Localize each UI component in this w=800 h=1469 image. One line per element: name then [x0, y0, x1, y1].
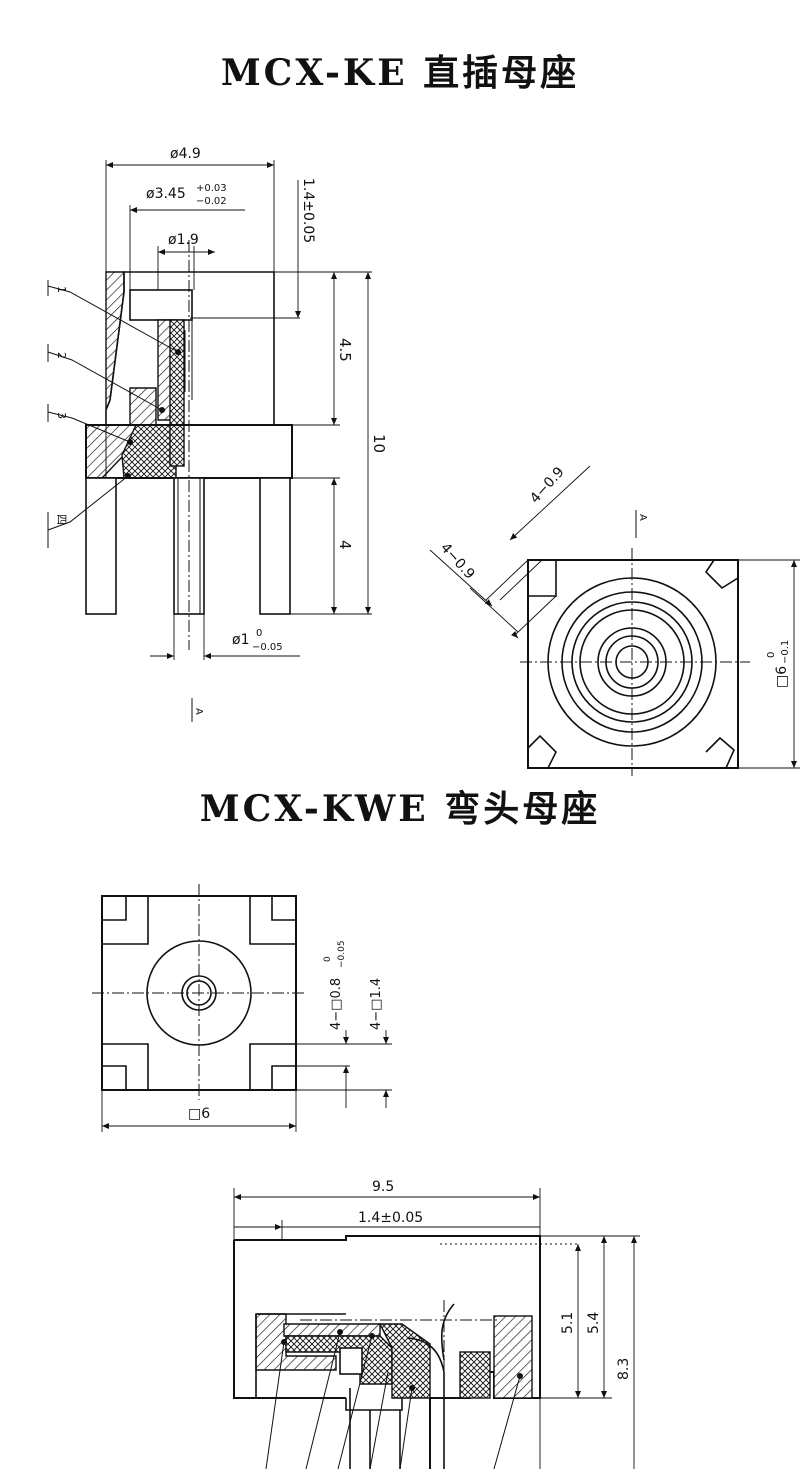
dim-outer-dia: ø4.9 [170, 146, 201, 162]
dim-leg-height: 4 [336, 540, 354, 550]
dim-offset: 1.4±0.05 [358, 1210, 423, 1226]
dim-total-height: 10 [370, 434, 388, 453]
title-straight-socket: MCX-KE 直插母座 [220, 52, 580, 94]
dim-inner-dia-tol-upper: +0.03 [196, 183, 227, 194]
dim-pin-dia-tol-upper: 0 [256, 628, 262, 639]
dim-h2: 5.4 [586, 1312, 602, 1334]
dim-pin-square-tol-upper: 0 [323, 956, 333, 962]
dim-body-square: □6 [188, 1106, 210, 1122]
callout-2: 2 [55, 352, 68, 359]
dim-pin-square-tol-lower: −0.05 [337, 940, 347, 968]
view-marker-a-bottom: A [637, 514, 648, 521]
callout-3: 3 [55, 412, 68, 419]
right-angle-front-view [92, 884, 392, 1132]
callout-4: 四 [55, 514, 68, 525]
dim-square-tol-lower: −0.1 [780, 640, 791, 664]
callout-1: 1 [55, 286, 68, 293]
dim-inner-dia-tol-lower: −0.02 [196, 196, 227, 207]
straight-side-view [47, 160, 372, 722]
dim-h1: 5.1 [560, 1312, 576, 1334]
dim-length: 9.5 [372, 1179, 394, 1195]
dim-pin-dia-base: ø1 [232, 632, 249, 648]
view-marker-a: A [193, 708, 204, 715]
dim-square-tol-upper: 0 [766, 652, 777, 658]
dim-upper-height: 4.5 [336, 338, 354, 362]
straight-bottom-view [429, 465, 800, 776]
dim-square: □6 [774, 666, 790, 688]
dim-h3: 8.3 [616, 1358, 632, 1380]
dim-pin-square: 4−□0.8 [329, 978, 344, 1030]
dim-inner-dia: ø3.45 [146, 186, 186, 202]
dim-chamfer-a: 4−0.9 [527, 464, 568, 507]
dim-pin-dia-top: ø1.9 [168, 232, 199, 248]
dim-top-offset: 1.4±0.05 [300, 178, 316, 243]
dim-pin-pitch: 4−□1.4 [369, 978, 384, 1030]
dim-pin-dia-tol-lower: −0.05 [252, 642, 283, 653]
right-angle-side-view [233, 1188, 640, 1469]
title-right-angle-socket: MCX-KWE 弯头母座 [199, 788, 601, 830]
